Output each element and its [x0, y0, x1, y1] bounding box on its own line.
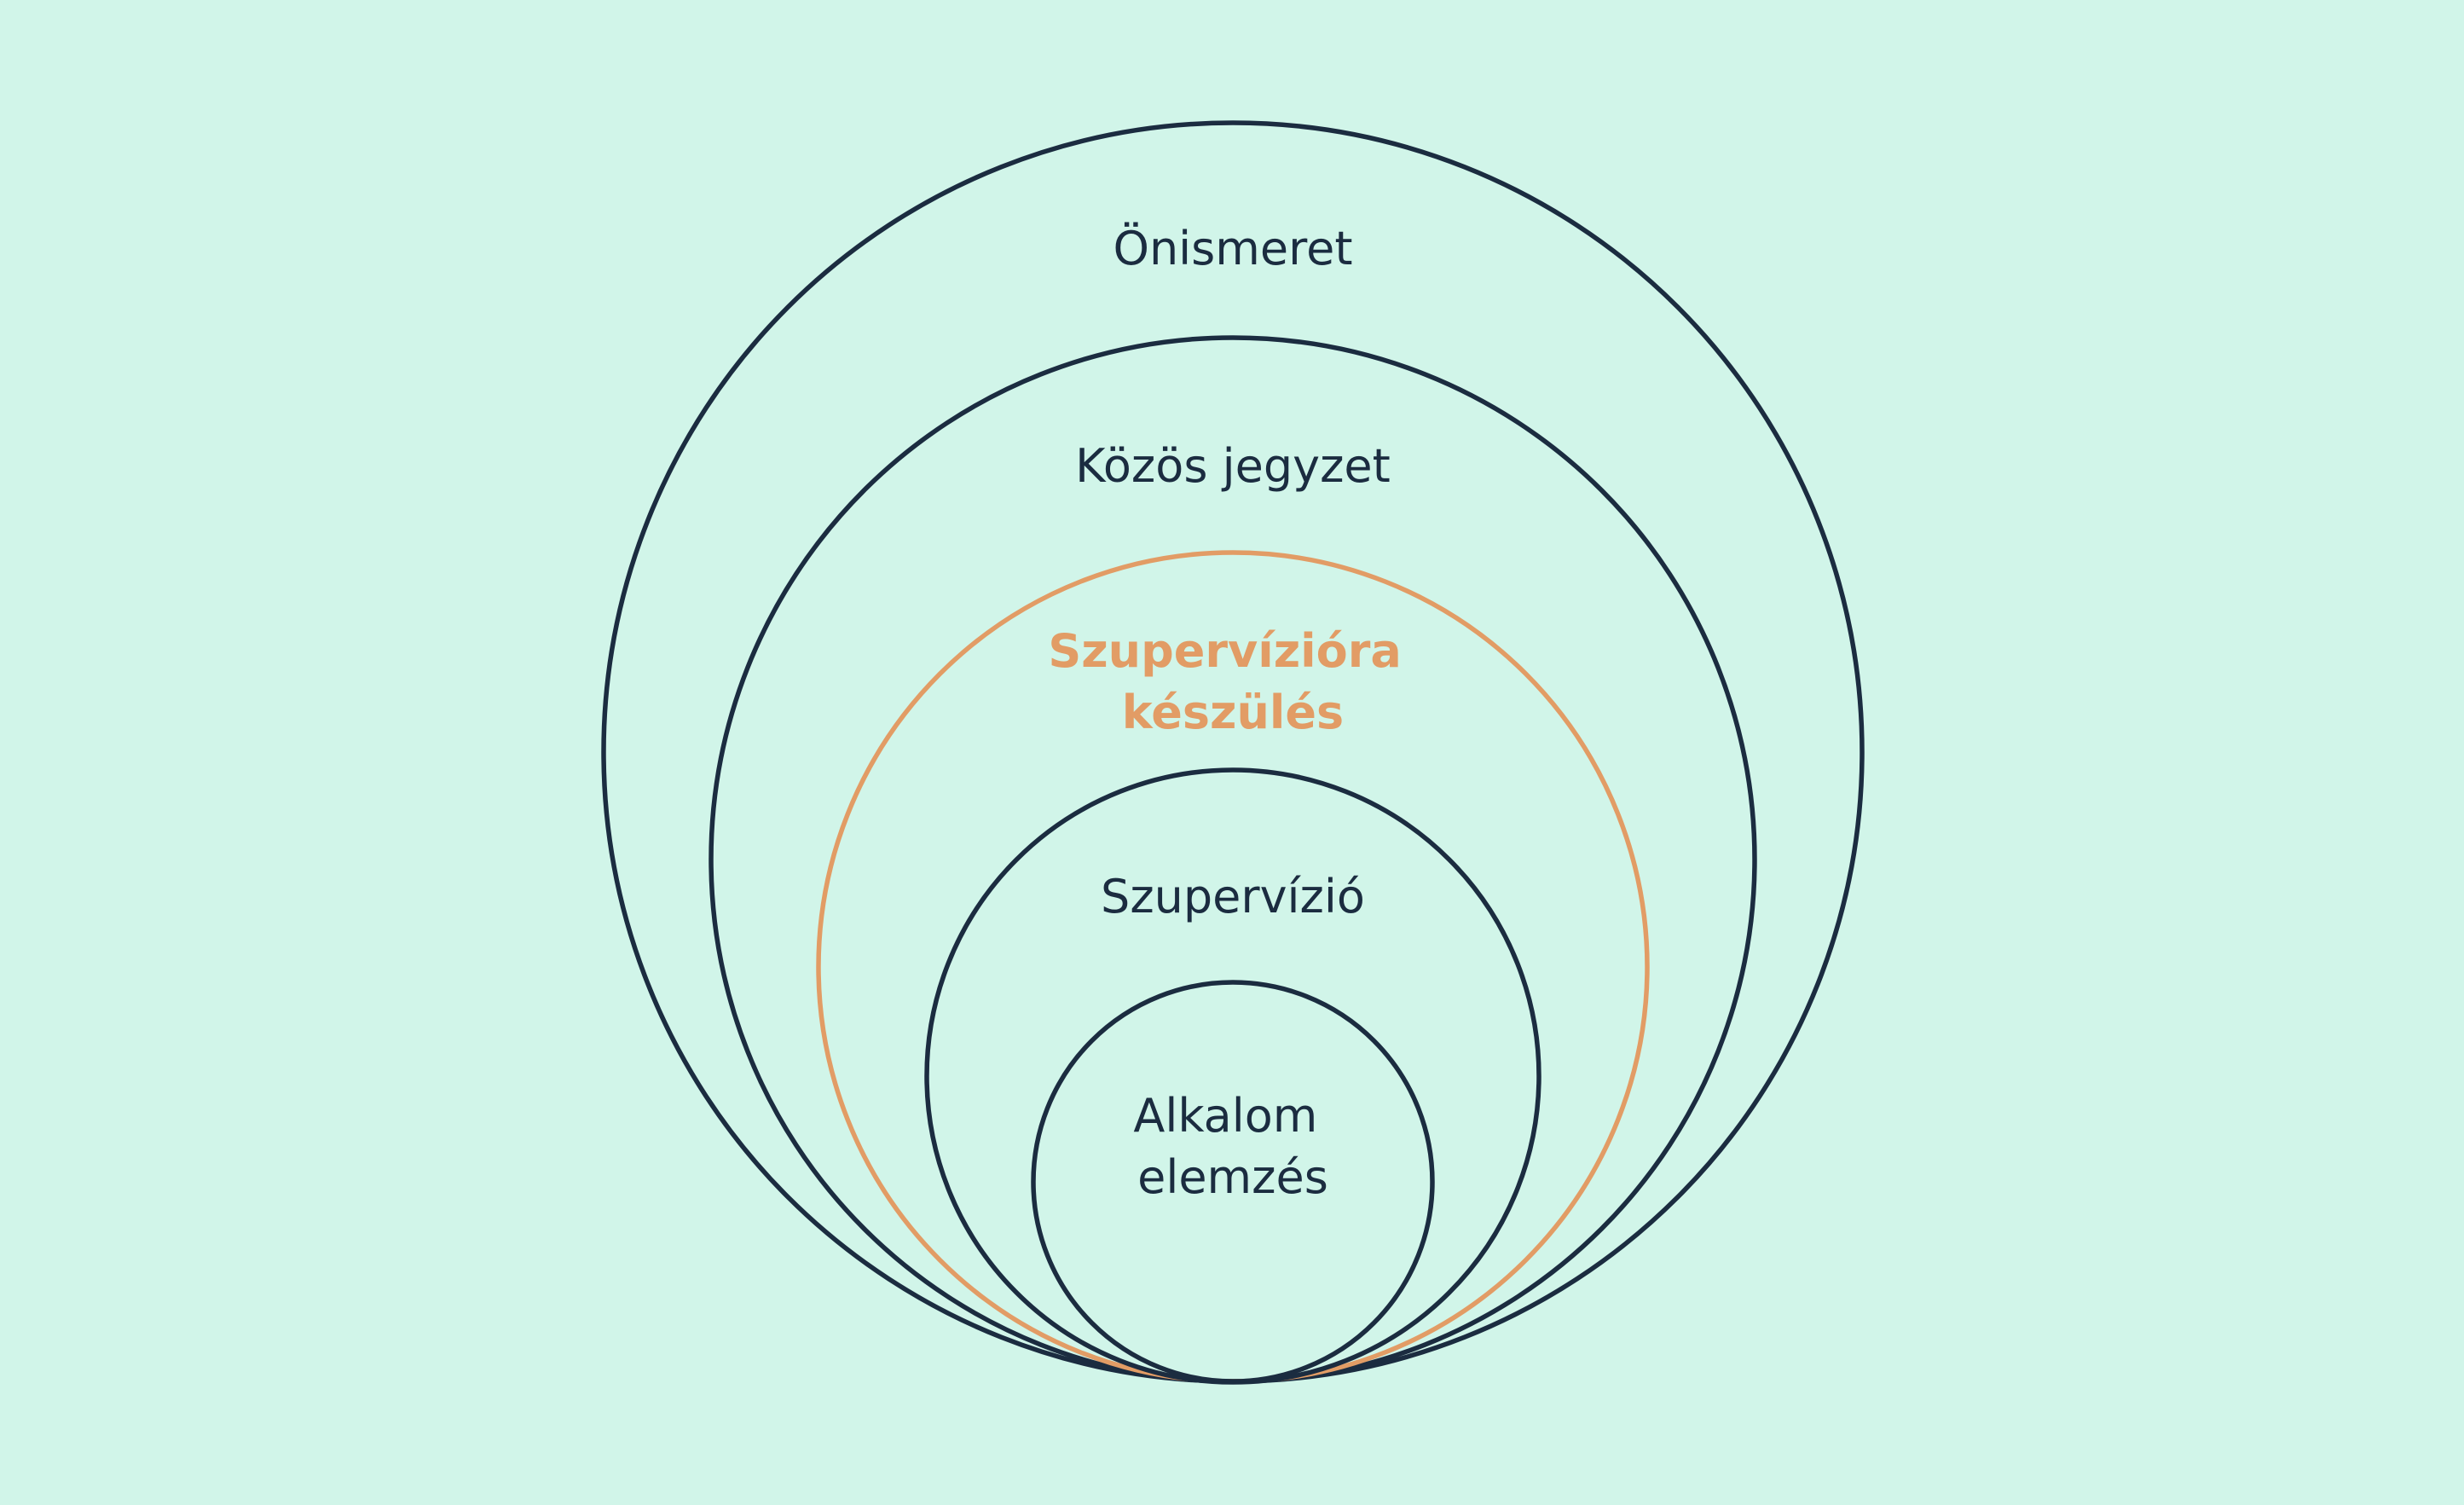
label-kozos-jegyzet: Közös jegyzet: [1075, 439, 1391, 493]
label-szupervizio: Szupervízió: [1101, 870, 1365, 923]
label-onismeret: Önismeret: [1113, 222, 1352, 275]
circle-alkalom-elemzes: [1031, 980, 1435, 1384]
label-alkalom-elemzes: Alkalom elemzés: [1133, 1089, 1332, 1204]
label-szupervizora-keszules: Szupervízióra készülés: [1048, 624, 1417, 739]
